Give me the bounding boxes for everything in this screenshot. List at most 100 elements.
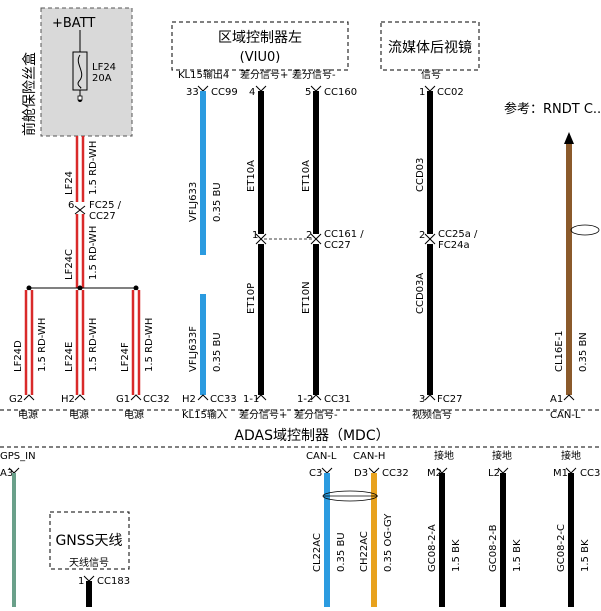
wire-cl16e1-spec: 0.35 BN	[578, 332, 589, 372]
gnss-pin: 1	[78, 576, 84, 587]
viu-title: 区域控制器左	[218, 30, 302, 46]
mdc-lower-a3: A3	[0, 468, 13, 479]
mdc-conn-cc32: CC32	[143, 394, 170, 405]
conn-fc25-label: FC25 /	[89, 200, 122, 211]
gnss-connector-icon	[83, 575, 95, 582]
mdc-lower-gnd-3: 接地	[561, 449, 581, 462]
mdc-pin-h2b: H2	[182, 394, 196, 405]
wire-lf24f-name: LF24F	[120, 342, 131, 372]
mdc-pin-g1: G1	[116, 394, 130, 405]
conn-fc25-female-icon	[74, 209, 86, 215]
conn-cc161-label: CC161 /	[324, 229, 364, 240]
mdc-lower-m1: M1	[553, 468, 568, 479]
mdc-label-kl15-in: KL15输入	[182, 408, 227, 421]
viu-pin-33: 33	[186, 87, 199, 98]
mdc-lower-gnd-2: 接地	[492, 449, 512, 462]
wire-et10n-name: ET10N	[301, 281, 312, 314]
mdc-lower-gps-in: GPS_IN	[0, 451, 36, 462]
mdc-lower-can-l: CAN-L	[306, 451, 337, 462]
fuse-id: LF24	[92, 62, 116, 73]
mdc-pin-3: 3	[419, 394, 425, 405]
fuse-box-title: 前舱保险丝盒	[21, 52, 38, 136]
wire-vflj633f-spec: 0.35 BU	[212, 332, 223, 372]
mdc-lower-m2: M2	[427, 468, 442, 479]
et10-mid-pin2: 2	[306, 230, 312, 241]
wire-vflj633-name: VFLJ633	[188, 182, 199, 222]
reference-label: 参考：RNDT C...	[504, 101, 601, 117]
conn-fc25-pin: 6	[68, 200, 74, 211]
wire-gc08-2-a-name: GC08-2-A	[427, 524, 438, 572]
wire-lf24-name: LF24	[64, 171, 75, 195]
et10-mid-pin1: 1	[252, 230, 258, 241]
viu-pin-4: 4	[249, 87, 255, 98]
wire-cl16e1-name: CL16E-1	[554, 330, 565, 372]
mdc-lower-c3: C3	[309, 468, 322, 479]
wire-gc08-2-c-name: GC08-2-C	[556, 524, 567, 572]
mdc-pin-h2: H2	[61, 394, 75, 405]
conn-cc25a-label: CC25a /	[438, 229, 478, 240]
wire-ch22ac-spec: 0.35 OG-GY	[383, 513, 394, 572]
viu-diff-neg: 差分信号-	[292, 68, 336, 81]
wire-lf24e	[75, 290, 85, 395]
gnss-conn: CC183	[97, 576, 130, 587]
mdc-label-power-1: 电源	[18, 408, 38, 421]
stream-mirror-box	[380, 21, 480, 71]
et10p-connector-icon	[255, 238, 267, 245]
wire-lf24d-spec: 1.5 RD-WH	[37, 318, 48, 372]
wire-lf24d	[24, 290, 34, 395]
viu-subtitle: (VIU0)	[240, 50, 281, 65]
fuse-rating: 20A	[92, 73, 112, 84]
viu-pin5-connector-icon	[310, 85, 322, 92]
gnss-title: GNSS天线	[55, 533, 122, 549]
mdc-lower-gnd-1: 接地	[434, 449, 454, 462]
stream-connector-icon	[424, 85, 436, 92]
batt-label: +BATT	[52, 16, 95, 31]
wire-gc08-2-c-spec: 1.5 BK	[580, 539, 591, 572]
splice-node	[133, 285, 139, 291]
splice-node	[26, 285, 32, 291]
viu-conn-cc99: CC99	[211, 87, 238, 98]
mdc-label-power-3: 电源	[124, 408, 144, 421]
wire-lf24c-spec: 1.5 RD-WH	[88, 226, 99, 280]
conn-cc27-label: CC27	[89, 211, 116, 222]
wire-cl22ac-name: CL22AC	[312, 533, 323, 572]
wire-gc08-2-a-spec: 1.5 BK	[451, 539, 462, 572]
mdc-lower-d3: D3	[354, 468, 368, 479]
wire-gc08-2-b-spec: 1.5 BK	[512, 539, 523, 572]
viu-pin4-connector-icon	[255, 85, 267, 92]
wire-lf24c	[75, 214, 85, 288]
viu-box	[171, 21, 349, 71]
gnss-signal: 天线信号	[69, 556, 109, 569]
mdc-conn-fc27: FC27	[437, 394, 462, 405]
viu-kl15-out: KL15输出4	[178, 68, 229, 81]
mdc-pin-1-2: 1-2	[297, 394, 313, 405]
wire-ccd03-name: CCD03	[415, 158, 426, 192]
mdc-title: ADAS域控制器（MDC）	[234, 428, 389, 444]
mdc-conn-cc31: CC31	[324, 394, 351, 405]
stream-signal-label: 信号	[421, 69, 441, 81]
gnss-box	[49, 511, 130, 570]
fuse-connector	[77, 95, 83, 101]
mdc-pin-connectors	[23, 394, 575, 401]
stream-pin-1: 1	[419, 87, 425, 98]
wire-et10a-name: ET10A	[246, 160, 257, 192]
wire-lf24f	[131, 290, 141, 395]
arrow-up-icon	[564, 132, 574, 144]
mdc-pin-a1: A1	[550, 394, 563, 405]
et10n-connector-icon	[310, 238, 322, 245]
wire-cl22ac-spec: 0.35 BU	[336, 532, 347, 572]
mdc-label-video: 视频信号	[412, 408, 452, 421]
mdc-label-power-2: 电源	[69, 408, 89, 421]
stream-mirror-title: 流媒体后视镜	[388, 40, 472, 56]
mdc-lower-can-h: CAN-H	[353, 451, 385, 462]
viu-pin33-connector-icon	[197, 85, 209, 92]
wire-vflj633-spec: 0.35 BU	[212, 182, 223, 222]
twist-marker-icon	[570, 224, 600, 236]
splice-node	[77, 285, 83, 291]
wire-lf24f-spec: 1.5 RD-WH	[144, 318, 155, 372]
mdc-lower-cc33: CC33	[580, 468, 601, 479]
wire-lf24-spec: 1.5 RD-WH	[88, 141, 99, 195]
conn-fc24a-label: FC24a	[438, 240, 470, 251]
ccd03-connector-icon	[424, 238, 436, 245]
